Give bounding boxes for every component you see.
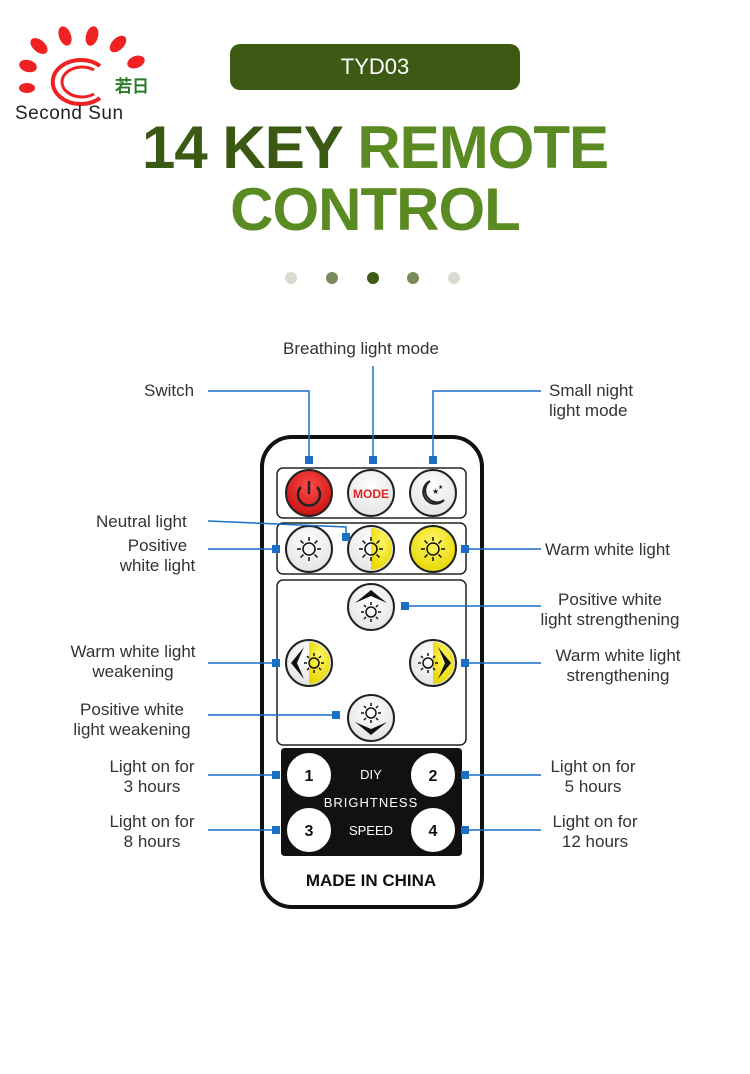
- label-positive-strengthening: Positive white light strengthening: [530, 590, 690, 630]
- key-2-button[interactable]: [409, 751, 457, 799]
- arrow-up-icon: [355, 590, 387, 603]
- model-badge: TYD03: [230, 44, 520, 90]
- label-warm-weakening-line2: weakening: [92, 662, 174, 681]
- label-warm-strengthening-line2: strengthening: [566, 666, 670, 685]
- label-positive-strengthening-line1: Positive white: [558, 590, 662, 609]
- key-4-label: 4: [429, 823, 438, 840]
- label-small-night-line2: light mode: [549, 401, 628, 420]
- label-3-hours-line2: 3 hours: [123, 777, 181, 796]
- arrow-left-icon: [291, 647, 304, 679]
- svg-text:★: ★: [438, 484, 443, 491]
- moon-icon: [422, 480, 445, 505]
- label-12-hours-line2: 12 hours: [561, 832, 629, 851]
- pagination-dot[interactable]: [326, 272, 338, 284]
- page-title-line1: 14 KEY REMOTE: [0, 118, 750, 178]
- label-positive-weakening-line2: light weakening: [73, 720, 191, 739]
- positive-white-light-button[interactable]: [285, 525, 333, 573]
- made-in-label: MADE IN CHINA: [306, 871, 436, 890]
- leader-markers: [272, 456, 469, 834]
- label-warm-white: Warm white light: [545, 540, 671, 559]
- key-1-button[interactable]: [285, 751, 333, 799]
- label-positive-white-line1: Positive: [127, 536, 188, 555]
- pagination-dot[interactable]: [448, 272, 460, 284]
- page-title-line2: CONTROL: [230, 176, 521, 243]
- key-2-label: 2: [429, 768, 438, 785]
- power-button[interactable]: [285, 469, 333, 517]
- label-3-hours-line1: Light on for: [109, 757, 195, 776]
- mode-label: MODE: [353, 487, 389, 501]
- title-part-remote: REMOTE: [357, 114, 609, 181]
- brand-chinese-name: 若日: [115, 77, 149, 96]
- label-warm-weakening: Warm white light weakening: [60, 642, 206, 682]
- brand-name: Second Sun: [15, 103, 124, 124]
- label-positive-weakening-line1: Positive white: [80, 700, 184, 719]
- key-1-label: 1: [305, 768, 314, 785]
- key-3-button[interactable]: [285, 806, 333, 854]
- pagination-dot[interactable]: [285, 272, 297, 284]
- label-positive-white-line2: white light: [119, 556, 196, 575]
- warm-white-light-button[interactable]: [409, 525, 457, 573]
- pagination-dot-active[interactable]: [367, 272, 379, 284]
- label-breathing: Breathing light mode: [283, 339, 439, 358]
- label-positive-weakening: Positive white light weakening: [62, 700, 202, 740]
- label-warm-strengthening-line1: Warm white light: [555, 646, 681, 665]
- label-neutral: Neutral light: [96, 512, 187, 531]
- label-3-hours: Light on for 3 hours: [100, 757, 204, 797]
- label-8-hours-line2: 8 hours: [123, 832, 181, 851]
- label-8-hours-line1: Light on for: [109, 812, 195, 831]
- label-positive-white: Positive white light: [110, 536, 205, 576]
- label-5-hours-line2: 5 hours: [564, 777, 622, 796]
- label-12-hours: Light on for 12 hours: [541, 812, 649, 852]
- brand-logo: 若日 Second Sun: [12, 26, 172, 126]
- label-small-night-line1: Small night: [549, 381, 634, 400]
- sun-icon: [297, 537, 445, 723]
- label-switch: Switch: [144, 381, 195, 400]
- label-5-hours: Light on for 5 hours: [541, 757, 645, 797]
- arrow-down-icon: [355, 722, 387, 735]
- brightness-label: BRIGHTNESS: [324, 795, 419, 810]
- key-3-label: 3: [305, 823, 314, 840]
- key-4-button[interactable]: [409, 806, 457, 854]
- diy-label: DIY: [360, 767, 382, 782]
- label-warm-weakening-line1: Warm white light: [70, 642, 196, 661]
- title-part-key: 14 KEY: [141, 114, 343, 181]
- arrow-right-icon: [438, 647, 451, 679]
- neutral-light-button[interactable]: [347, 525, 395, 573]
- mode-button[interactable]: [347, 469, 395, 517]
- label-8-hours: Light on for 8 hours: [100, 812, 204, 852]
- pagination-dot[interactable]: [407, 272, 419, 284]
- night-mode-button[interactable]: ★ ★: [409, 469, 457, 517]
- speed-label: SPEED: [349, 823, 393, 838]
- label-small-night: Small night light mode: [549, 381, 633, 421]
- svg-text:★: ★: [432, 487, 439, 496]
- label-warm-strengthening: Warm white light strengthening: [545, 646, 691, 686]
- label-5-hours-line1: Light on for: [550, 757, 636, 776]
- label-positive-strengthening-line2: light strengthening: [540, 610, 680, 629]
- sun-logo-icon: [19, 26, 145, 106]
- label-12-hours-line1: Light on for: [552, 812, 638, 831]
